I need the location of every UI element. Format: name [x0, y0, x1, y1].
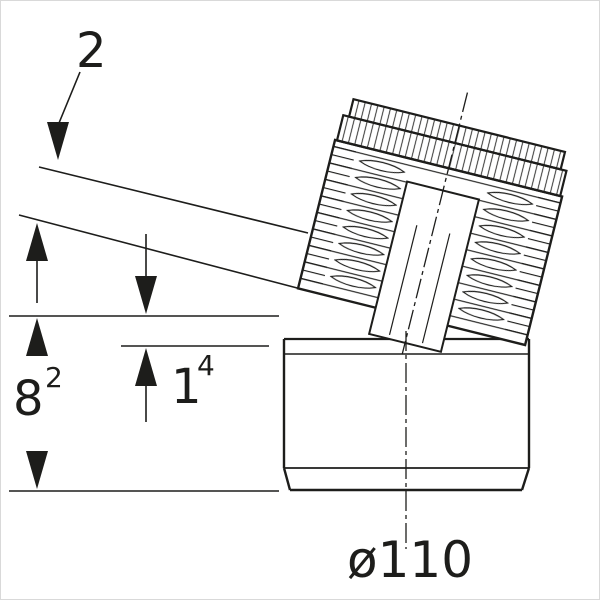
dim-label-depth: 1 — [171, 359, 202, 415]
slope-reference-line-upper — [38, 166, 309, 234]
inner-tube-wall-left — [388, 225, 418, 336]
socket-bottom-chamfer-right — [520, 467, 531, 491]
spigot-assembly — [296, 92, 568, 355]
inner-tube-wall-right — [421, 233, 451, 344]
socket-bottom-chamfer-left — [282, 467, 292, 491]
height-dim-arrow-up — [26, 318, 48, 356]
slope-dim-arrow-up — [26, 223, 48, 261]
spigot-edge-ribs-right — [503, 195, 561, 343]
dimension-annotations — [9, 71, 309, 492]
spigot-axis-centerline — [401, 92, 469, 355]
dim-label-diameter: ø110 — [347, 531, 473, 589]
slope-reference-line-lower — [18, 214, 302, 290]
depth-dim-arrow-up — [135, 348, 157, 386]
dim-label-slope-offset: 2 — [76, 23, 107, 79]
spigot-slot-column-right — [456, 187, 535, 326]
slope-dim-arrow-down — [47, 122, 69, 160]
height-dim-arrow-down — [26, 451, 48, 489]
depth-dim-arrow-down — [135, 276, 157, 314]
dim-label-height-superscript: 2 — [45, 361, 63, 394]
slope-dim-leader-line — [58, 71, 81, 124]
dim-label-height: 8 — [13, 371, 44, 427]
spigot-slot-column-left — [328, 155, 407, 294]
spigot-edge-ribs-left — [298, 144, 357, 292]
dim-label-depth-superscript: 4 — [197, 349, 215, 382]
